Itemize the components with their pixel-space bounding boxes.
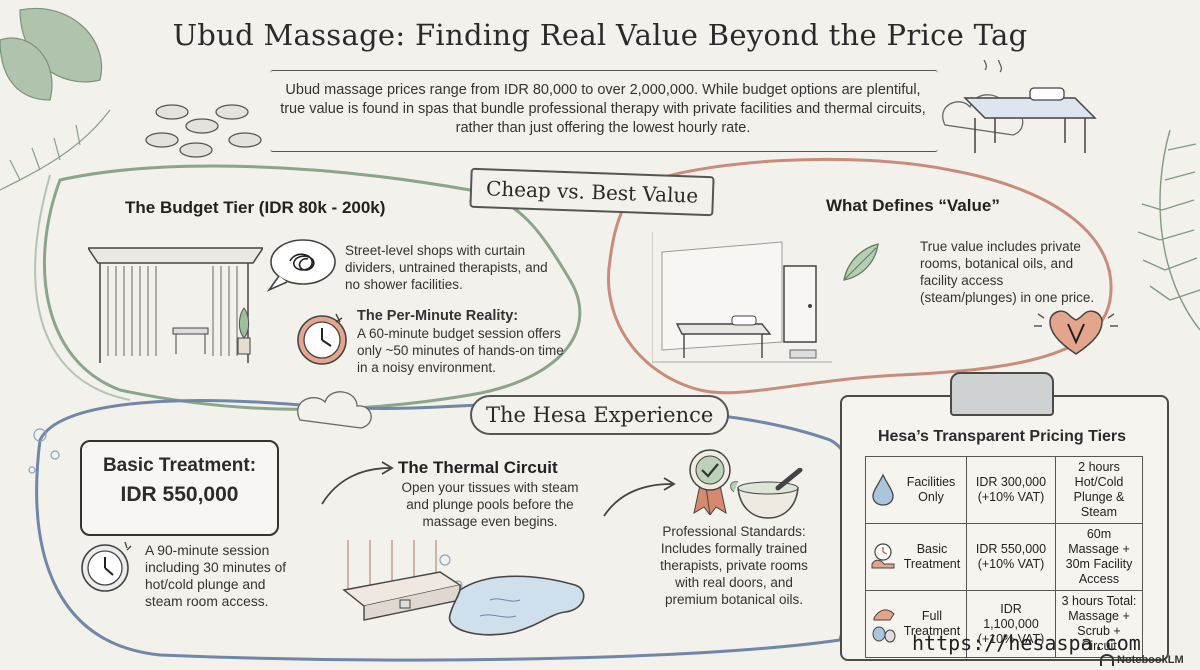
speech-bubble-tangle-icon	[266, 239, 336, 292]
basic-treatment-label: Basic Treatment:	[102, 455, 257, 476]
tier-price: IDR 1,100,000 (+10% VAT)	[966, 590, 1056, 658]
basic-treatment-price: IDR 550,000	[120, 483, 239, 506]
arrow-icon	[321, 461, 394, 505]
standards-description: Professional Standards: Includes formall…	[660, 524, 808, 607]
watermark: NotebookLM	[1100, 654, 1184, 666]
compare-banner: Cheap vs. Best Value	[469, 167, 715, 217]
basic-treatment-description: A 90-minute session including 30 minutes…	[145, 543, 287, 609]
private-room-illustration	[652, 232, 832, 363]
notebooklm-logo-icon	[1100, 654, 1114, 666]
thermal-heading: The Thermal Circuit	[398, 458, 558, 477]
website-link[interactable]: https://hesaspa.com	[912, 631, 1141, 655]
leaf-icon	[843, 243, 879, 281]
pricing-title: Hesa’s Transparent Pricing Tiers	[877, 428, 1127, 445]
mortar-pestle-icon	[730, 468, 803, 519]
table-row: Facilities Only IDR 300,000 (+10% VAT) 2…	[865, 456, 1143, 524]
full-treatment-icon	[872, 609, 896, 643]
basic-treatment-card: Basic Treatment: IDR 550,000	[80, 440, 279, 536]
budget-description: Street-level shops with curtain dividers…	[345, 243, 548, 292]
massage-clock-icon	[871, 543, 895, 569]
value-description: True value includes private rooms, botan…	[920, 239, 1095, 305]
budget-heading: The Budget Tier (IDR 80k - 200k)	[125, 198, 386, 217]
wall-clock-icon	[81, 541, 132, 592]
hesa-banner: The Hesa Experience	[470, 395, 730, 435]
alarm-clock-icon	[297, 313, 347, 365]
perminute-description: A 60-minute budget session offers only ~…	[357, 326, 564, 375]
steam-pool-illustration	[342, 540, 585, 636]
perminute-heading: The Per-Minute Reality:	[357, 308, 519, 324]
tier-detail: 2 hours Hot/Cold Plunge & Steam	[1055, 456, 1143, 524]
arrow-icon	[603, 477, 676, 517]
tier-price: IDR 550,000 (+10% VAT)	[966, 523, 1056, 591]
value-heading: What Defines “Value”	[826, 196, 1000, 215]
water-drop-icon	[872, 473, 894, 506]
intro-text: Ubud massage prices range from IDR 80,00…	[280, 82, 926, 136]
heart-v-icon	[1034, 310, 1118, 355]
table-row: Full Treatment IDR 1,100,000 (+10% VAT) …	[865, 590, 1143, 658]
pricing-table-wrap: Facilities Only IDR 300,000 (+10% VAT) 2…	[865, 456, 1143, 658]
tier-detail: 3 hours Total: Massage + Scrub + Circuit	[1055, 590, 1143, 658]
tier-name: Full Treatment	[903, 609, 961, 638]
tier-price: IDR 300,000 (+10% VAT)	[966, 456, 1056, 524]
tier-detail: 60m Massage + 30m Facility Access	[1055, 523, 1143, 591]
intro-frame	[270, 70, 938, 152]
massage-table-icon	[963, 60, 1097, 153]
award-ribbon-icon	[689, 449, 731, 515]
clipboard-clip	[950, 372, 1054, 416]
watermark-text: NotebookLM	[1117, 654, 1184, 666]
table-row: Basic Treatment IDR 550,000 (+10% VAT) 6…	[865, 523, 1143, 591]
tier-name: Basic Treatment	[903, 542, 961, 571]
page-title: Ubud Massage: Finding Real Value Beyond …	[172, 18, 1028, 52]
pricing-table: Facilities Only IDR 300,000 (+10% VAT) 2…	[865, 456, 1143, 658]
thermal-description: Open your tissues with steam and plunge …	[401, 480, 579, 529]
curtain-booth-illustration	[88, 247, 263, 363]
tier-name: Facilities Only	[906, 475, 956, 504]
